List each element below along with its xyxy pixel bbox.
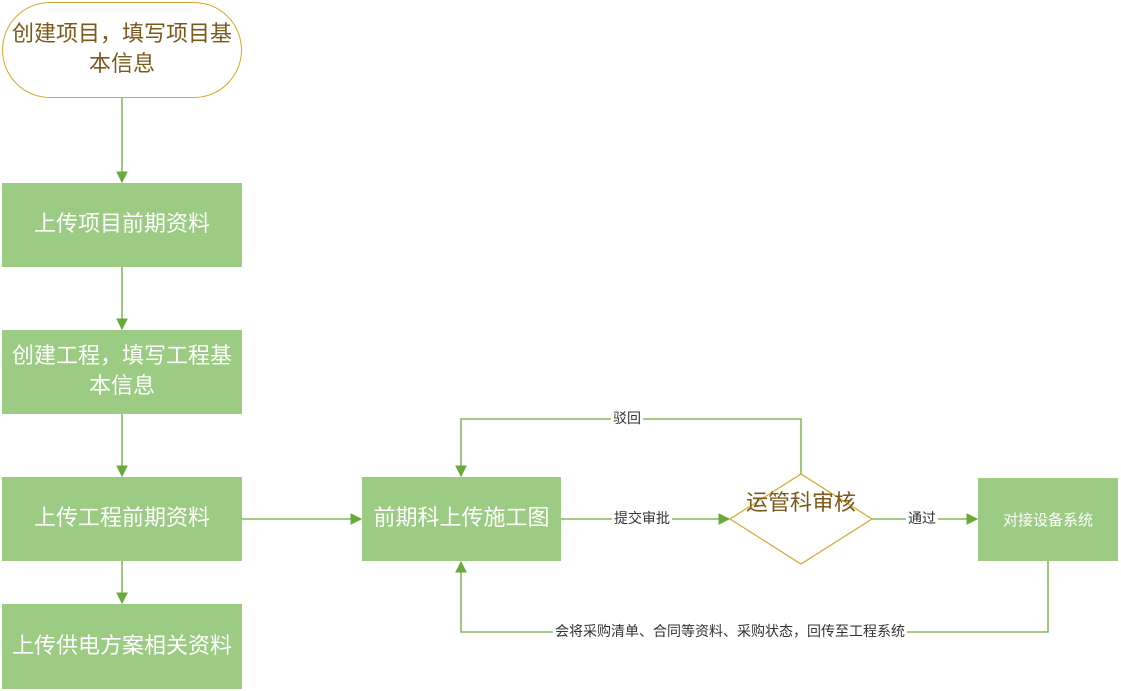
edge-label-feedback: 会将采购清单、合同等资料、采购状态，回传至工程系统 [553,623,907,641]
upload-construction-drawings-label: 前期科上传施工图 [373,506,550,531]
upload-project-docs-node: 上传项目前期资料 [2,183,242,267]
upload-power-plan-node: 上传供电方案相关资料 [2,604,242,689]
upload-project-docs-label: 上传项目前期资料 [33,212,210,237]
edge-feedback [455,560,1049,633]
start-node-label: 创建项目，填写项目基本信息 [11,22,232,77]
upload-construction-drawings-node: 前期科上传施工图 [362,477,561,561]
edge-label-pass: 通过 [906,510,938,528]
device-system-label: 对接设备系统 [1002,510,1093,529]
create-project-label: 创建工程，填写工程基本信息 [11,344,232,399]
review-decision-label-box: 运管科审核 [746,489,856,549]
edge-label-submit: 提交审批 [612,510,672,528]
upload-engineering-docs-label: 上传工程前期资料 [33,506,210,531]
start-node: 创建项目，填写项目基本信息 [2,2,242,98]
review-decision-label: 运管科审核 [746,491,857,516]
device-system-node: 对接设备系统 [978,478,1118,561]
upload-engineering-docs-node: 上传工程前期资料 [2,477,242,561]
review-decision-diamond [728,473,874,565]
edge-label-reject: 驳回 [611,410,643,428]
create-project-node: 创建工程，填写工程基本信息 [2,330,242,414]
upload-power-plan-label: 上传供电方案相关资料 [11,633,232,659]
